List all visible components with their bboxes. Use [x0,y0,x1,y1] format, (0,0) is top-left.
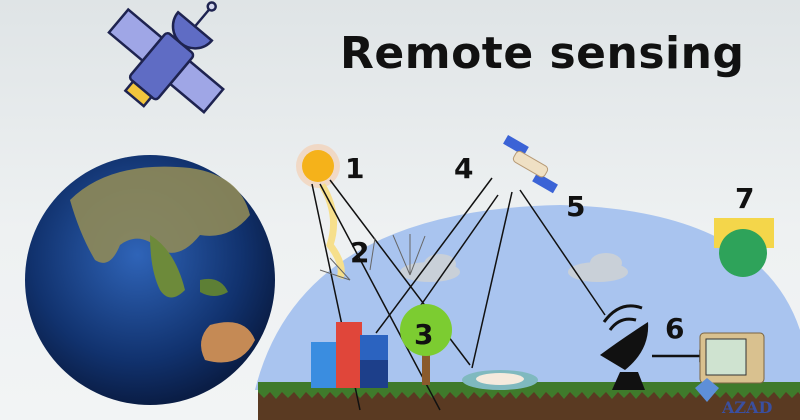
label-5: 5 [566,190,586,223]
label-7: 7 [735,182,755,215]
satellite-large-icon [107,1,225,114]
satellite-dish-icon [600,304,649,390]
computer-monitor-icon [699,332,765,384]
label-6: 6 [665,312,685,345]
label-2: 2 [350,236,370,269]
pond-icon [462,370,538,390]
logo-text: AZAD [722,398,773,417]
buildings-icon [311,322,388,388]
satellite-small-icon [503,135,558,194]
map-application-icon [714,218,774,277]
page-title: Remote sensing [340,28,745,79]
scatter-arrows [319,234,426,281]
university-logo [695,378,719,402]
cloud-icon [400,253,628,282]
ground [258,382,800,420]
label-4: 4 [454,152,474,185]
atmosphere-dome [255,205,800,390]
label-1: 1 [345,152,365,185]
label-3: 3 [414,318,434,351]
tree-icon [400,304,452,385]
earth-globe-icon [25,155,275,405]
